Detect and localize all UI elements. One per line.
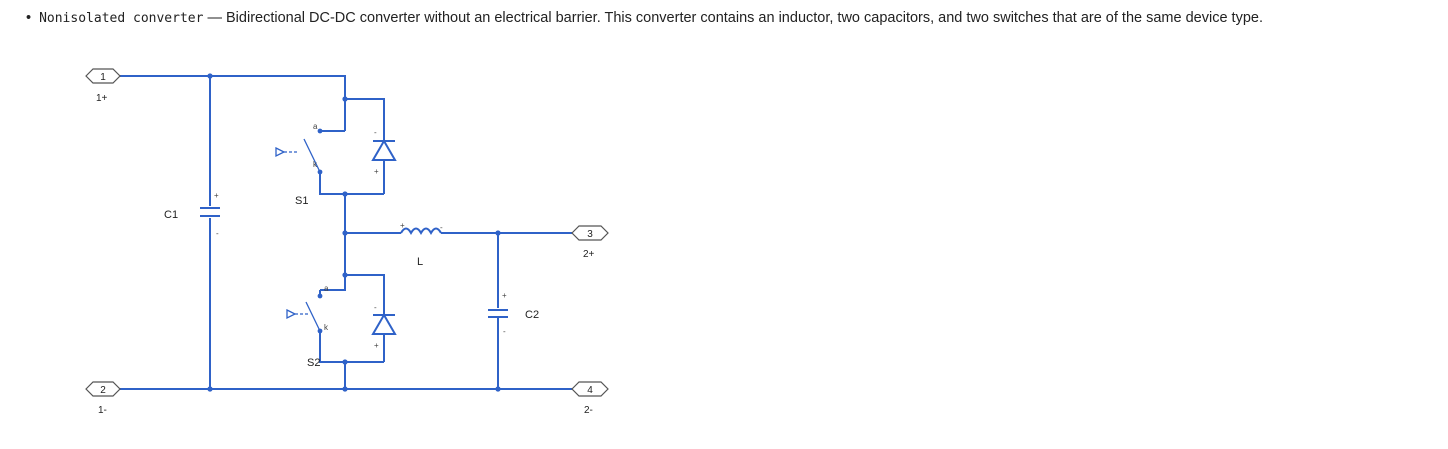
wire-s1-cathode: [319, 172, 384, 195]
junction-top-c1: [207, 73, 213, 79]
d1-minus: -: [374, 128, 377, 137]
port-4[interactable]: 4 2-: [571, 381, 609, 416]
port-1-number: 1: [100, 72, 106, 83]
port-3[interactable]: 3 2+: [571, 225, 609, 260]
s1-anode-label: a: [313, 122, 318, 131]
d2-plus: +: [374, 341, 379, 350]
port-2-number: 2: [100, 385, 106, 396]
port-1-label: 1+: [96, 93, 108, 104]
junction-s1-top: [342, 96, 348, 102]
junction-s2-top: [342, 272, 348, 278]
junction-bottom-mid: [342, 386, 348, 392]
wire-top-rail: [120, 75, 346, 99]
bullet: •: [26, 10, 32, 26]
c1-plus: +: [214, 191, 219, 200]
junction-switch-node: [342, 230, 348, 236]
s2-anode-label: a: [324, 284, 329, 293]
port-2[interactable]: 2 1-: [85, 381, 121, 416]
port-2-shape[interactable]: [85, 381, 121, 397]
port-2-label: 1-: [98, 405, 107, 416]
d1-triangle: [371, 139, 397, 161]
s1-cathode-label: k: [313, 160, 318, 169]
c1-minus: -: [216, 229, 219, 238]
switch-s2: a k S2: [286, 284, 329, 369]
port-1-shape[interactable]: [85, 68, 121, 84]
inductor-label: L: [417, 256, 423, 268]
junctions: [207, 73, 501, 392]
junction-c2-top: [495, 230, 501, 236]
description-text: — Bidirectional DC-DC converter without …: [203, 10, 1263, 26]
c2-plus: +: [502, 291, 507, 300]
junction-c2-bottom: [495, 386, 501, 392]
inductor-plus: +: [400, 221, 405, 230]
capacitor-c1: + - C1: [164, 191, 220, 238]
s1-gate-triangle: [275, 146, 286, 158]
c2-minus: -: [503, 327, 506, 336]
wire-d2-top: [345, 274, 385, 315]
s2-cathode-label: k: [324, 323, 329, 332]
wire-d1-top: [345, 98, 385, 141]
diode-s1: - +: [371, 128, 397, 176]
junction-s2-bottom: [342, 359, 348, 365]
diode-s2: - +: [371, 303, 397, 350]
s1-label: S1: [295, 195, 308, 207]
c2-label: C2: [525, 309, 539, 321]
wire-s2-anode: [320, 275, 346, 291]
port-4-label: 2-: [584, 405, 593, 416]
inductor-l: + - L: [400, 221, 443, 268]
inductor-minus: -: [440, 223, 443, 232]
switch-s1: a k S1: [275, 122, 323, 207]
inductor-coil: [400, 227, 442, 236]
junction-s1-bottom: [342, 191, 348, 197]
s1-blade: [303, 138, 321, 173]
capacitor-c2: + - C2: [488, 291, 539, 336]
port-3-label: 2+: [583, 249, 595, 260]
wire-s2-cathode: [319, 335, 384, 363]
port-4-number: 4: [587, 385, 593, 396]
port-4-shape[interactable]: [571, 381, 609, 397]
port-1[interactable]: 1 1+: [85, 68, 121, 104]
term-code: Nonisolated converter: [39, 11, 204, 26]
port-3-number: 3: [587, 229, 593, 240]
s2-blade: [305, 301, 321, 332]
d2-minus: -: [374, 303, 377, 312]
d1-plus: +: [374, 167, 379, 176]
s2-gate-triangle: [286, 308, 297, 320]
junction-bottom-c1: [207, 386, 213, 392]
s2-label: S2: [307, 357, 320, 369]
description-line: • Nonisolated converter — Bidirectional D…: [26, 8, 1436, 29]
d2-triangle: [371, 313, 397, 335]
c1-label: C1: [164, 209, 178, 221]
s1-anode-dot: [317, 128, 323, 134]
s1-cathode-dot: [317, 169, 323, 175]
port-3-shape[interactable]: [571, 225, 609, 241]
